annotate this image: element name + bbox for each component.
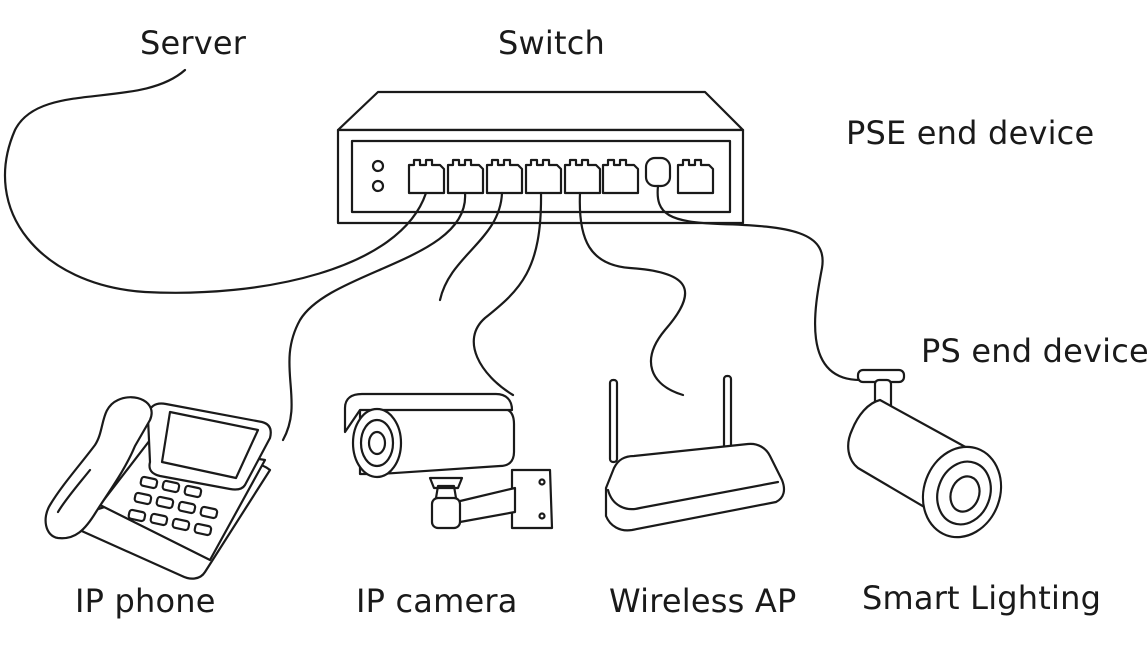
port-4-icon — [524, 158, 563, 195]
ip-camera-label: IP camera — [356, 582, 518, 620]
status-led-icon — [371, 159, 385, 173]
port-5-icon — [563, 158, 602, 195]
smart-lighting-label: Smart Lighting — [862, 579, 1102, 617]
ip-phone-icon — [44, 396, 272, 580]
cables — [3, 68, 862, 442]
cable-lighting — [656, 184, 862, 382]
server-label: Server — [140, 24, 247, 62]
port-6-icon — [601, 158, 640, 195]
port-1-icon — [407, 158, 446, 195]
ip-phone-label: IP phone — [75, 582, 216, 620]
power-led-icon — [371, 179, 385, 193]
switch-label: Switch — [498, 24, 605, 62]
cable-phone — [281, 191, 467, 442]
ip-camera-icon — [343, 392, 554, 530]
smart-lighting-icon — [847, 368, 1003, 539]
pse-end-device-label: PSE end device — [846, 114, 1095, 152]
wireless-ap-label: Wireless AP — [609, 582, 797, 620]
port-3-icon — [485, 158, 524, 195]
wireless-ap-icon — [604, 374, 786, 532]
cable-camera-b — [472, 191, 543, 397]
ps-end-device-label: PS end device — [921, 332, 1148, 370]
port-2-icon — [446, 158, 485, 195]
port-8-icon — [676, 158, 715, 195]
cable-camera-a — [438, 191, 504, 302]
cable-ap — [578, 191, 687, 397]
cable-server — [3, 68, 428, 294]
